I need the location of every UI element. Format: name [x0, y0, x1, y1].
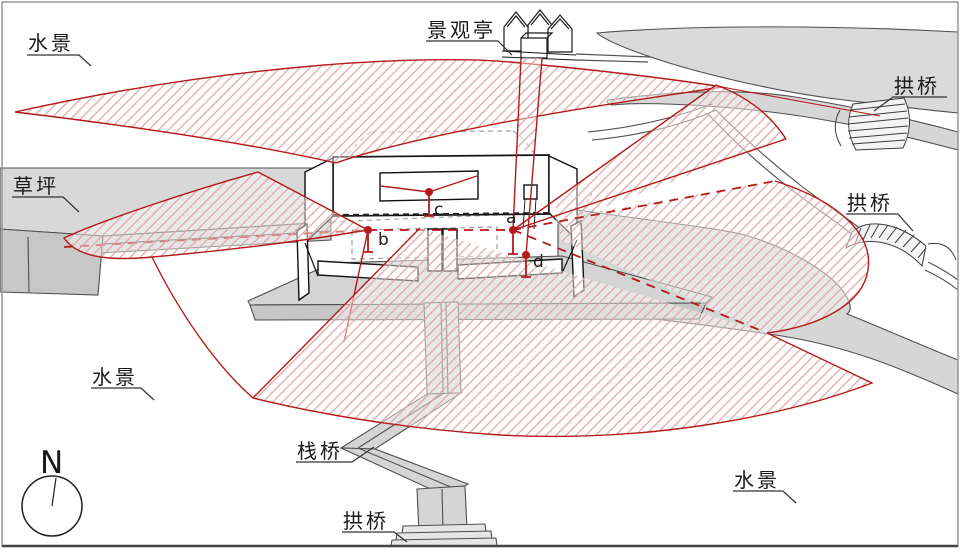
viewpoint-c-dot: [425, 188, 433, 196]
sight-line-pavilion-d: [525, 57, 543, 256]
sight-cone-northeast-edge2: [512, 138, 787, 231]
sight-cone-south-edges: [251, 227, 874, 438]
boardwalk-zig2-center: [357, 447, 459, 491]
sight-line-c-window-left: [380, 185, 430, 193]
leader-water-top-left: [27, 54, 92, 67]
sight-line-to-north-bridge: [721, 86, 881, 117]
compass: N: [21, 445, 83, 537]
sight-line-c-window-right: [428, 175, 478, 193]
pavilion-house-right-roofline: [550, 18, 570, 30]
label-bridge-mid-right: 拱桥: [847, 191, 893, 215]
sight-cone-south-fill: [253, 228, 872, 437]
sight-cone-east-fill: [560, 181, 869, 333]
label-boardwalk: 栈桥: [297, 439, 343, 463]
viewpoint-d-dot: [522, 251, 530, 259]
leader-water-mid-left: [91, 387, 155, 401]
pavilion-base-line1: [501, 50, 577, 56]
bridge1-hatch: [847, 103, 909, 145]
leader-water-bottom-right: [733, 490, 797, 504]
building-floor-edge-left: [304, 242, 319, 277]
label-water-bottom-right: 水景: [734, 468, 780, 492]
leader-lawn: [12, 196, 80, 213]
viewpoint-b-dot: [364, 226, 372, 234]
viewpoint-a-dot: [509, 226, 517, 234]
compass-circle: [21, 475, 83, 537]
viewpoint-b-label: b: [378, 230, 389, 250]
sight-line-pavilion-a: [512, 57, 522, 231]
walkway-after-bridge1: [927, 261, 959, 281]
arch-bridge-bottom: [390, 523, 498, 547]
bridge1-approach-arc: [834, 109, 842, 147]
leader-bridge-top-right: [873, 96, 947, 112]
sight-cone-north: [14, 59, 723, 164]
viewpoint-a-stem: [508, 234, 518, 255]
arch-bridge-top-right: [834, 97, 910, 151]
bridge2-approach-arc: [927, 242, 957, 261]
pavilion-path-line2: [575, 59, 649, 63]
viewpoint-letters: a b c d: [378, 200, 544, 272]
lawn-face-line: [27, 236, 30, 293]
roof-dash-top: [370, 130, 514, 133]
sight-cone-northeast-edge1: [512, 84, 717, 231]
sight-cone-east-arc: [766, 180, 870, 334]
pavilion-house-mid-roofline: [530, 13, 550, 26]
label-bridge-bottom: 拱桥: [343, 509, 389, 533]
pavilion-path-line1: [575, 53, 651, 58]
label-water-top-left: 水景: [28, 31, 74, 55]
label-lawn: 草坪: [13, 174, 59, 198]
pavilion-cluster: [501, 9, 651, 63]
viewpoint-c-label: c: [434, 200, 443, 220]
viewpoint-d-stem: [521, 259, 531, 278]
sight-cone-northeast-arc: [715, 84, 787, 140]
building-wall-base-dashed: [332, 212, 550, 216]
sight-cone-northeast-fill: [556, 85, 786, 225]
pavilion-house-right: [547, 14, 573, 53]
pavilion-house-left-roofline: [506, 15, 526, 28]
viewpoint-c-stem: [424, 196, 434, 217]
sightline-overlay: [14, 57, 881, 438]
annotations: 水景 景观亭 拱桥 草坪 拱桥 水景 栈桥 拱桥 水景: [12, 18, 947, 543]
viewpoint-a-label: a: [506, 208, 516, 228]
leader-bridge-bottom: [342, 531, 408, 543]
compass-needle: [51, 477, 57, 507]
label-water-mid-left: 水景: [92, 365, 138, 389]
sight-wedge-pavilion-fill: [516, 58, 542, 150]
boardwalk-leg-center: [441, 488, 444, 532]
sight-cone-west: [62, 171, 371, 260]
walkway-after-bridge2: [924, 269, 959, 291]
viewpoint-b-stem: [363, 234, 373, 253]
leader-bridge-mid-right: [846, 213, 914, 232]
sight-cone-south-arc-ext: [151, 256, 254, 399]
boardwalk-seg-zig2: [340, 447, 470, 498]
pavilion-cube-top: [520, 32, 554, 39]
compass-north-letter: N: [40, 445, 63, 481]
pavilion-cube: [520, 37, 548, 59]
viewpoint-markers: [363, 188, 531, 278]
leader-boardwalk: [296, 446, 375, 463]
viewpoint-d-label: d: [533, 252, 544, 272]
building-window-opening: [379, 170, 479, 202]
label-bridge-top-right: 拱桥: [894, 74, 940, 98]
sight-dashed-right-down: [512, 229, 763, 332]
label-pavilion: 景观亭: [427, 18, 496, 42]
leader-pavilion: [426, 40, 513, 56]
